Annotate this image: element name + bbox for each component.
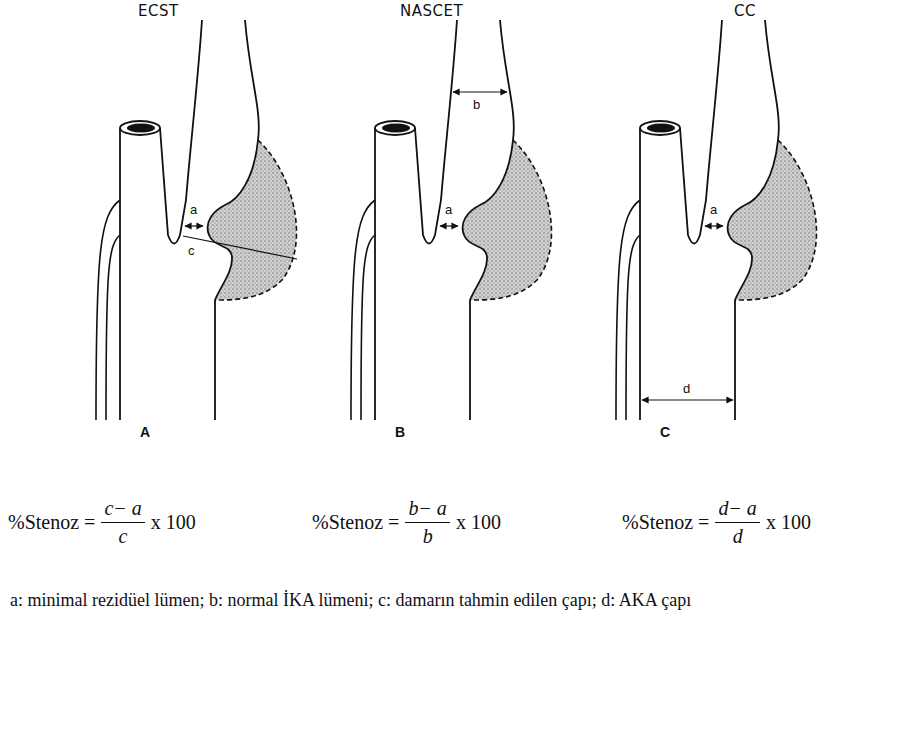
numerator: d− a [715,497,760,523]
measure-letter: a [445,203,452,216]
stenosis-formula: %Stenoz = c− ac x 100 [8,497,196,548]
method-title: NASCET [400,4,463,19]
denominator: d [733,523,743,548]
denominator: c [119,523,128,548]
fraction: c− ac [101,497,144,548]
numerator: b− a [405,497,450,523]
formula-lhs: %Stenoz = [312,511,399,534]
ecst-artery [96,20,297,420]
formula-lhs: %Stenoz = [8,511,95,534]
cc-artery [616,20,817,420]
measure-letter: d [683,382,690,395]
measure-letter: c [188,244,195,257]
panel-letter: A [140,425,150,439]
method-title: ECST [138,4,179,19]
formula-lhs: %Stenoz = [622,511,709,534]
multiplier: x 100 [456,511,501,534]
estimated-diameter-line [183,236,297,259]
nascet-artery [351,20,552,420]
method-title: CC [734,4,756,19]
fraction: d− ad [715,497,760,548]
fraction: b− ab [405,497,450,548]
panel-letter: B [395,425,405,439]
multiplier: x 100 [766,511,811,534]
measure-letter: a [710,203,717,216]
denominator: b [423,523,433,548]
numerator: c− a [101,497,144,523]
panel-letter: C [660,425,670,439]
stenosis-formula: %Stenoz = d− ad x 100 [622,497,811,548]
measure-letter: b [473,98,480,111]
legend-caption: a: minimal rezidüel lümen; b: normal İKA… [10,580,890,620]
stenosis-formula: %Stenoz = b− ab x 100 [312,497,501,548]
artery-illustration [0,0,915,480]
multiplier: x 100 [151,511,196,534]
measure-letter: a [190,203,197,216]
